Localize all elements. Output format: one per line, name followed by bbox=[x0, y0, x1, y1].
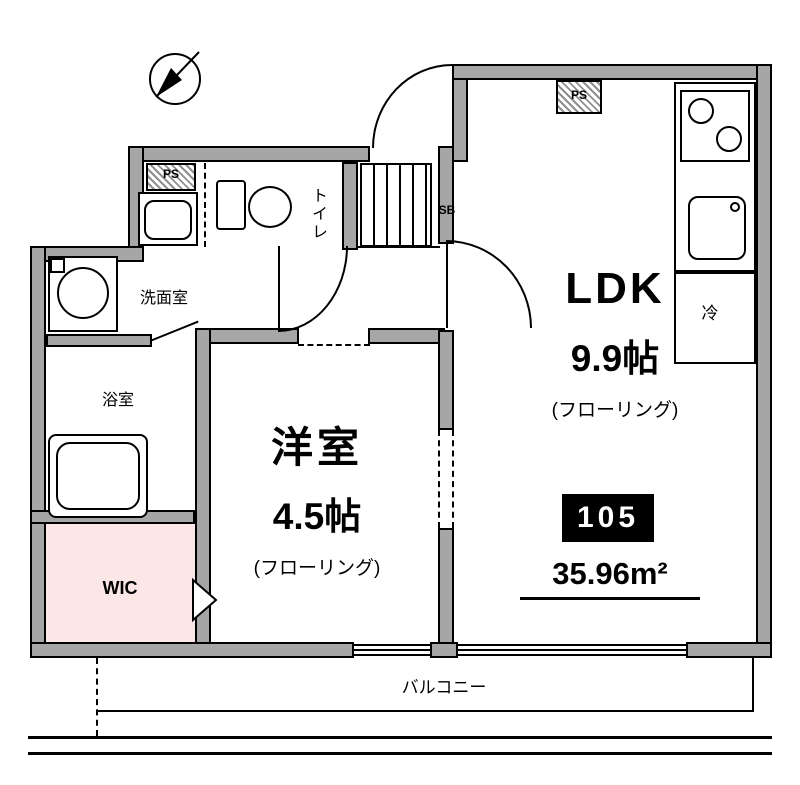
ps-label: PS bbox=[570, 88, 587, 102]
stove-burner bbox=[688, 98, 714, 124]
wall bbox=[430, 642, 458, 658]
ldk-size: 9.9帖 bbox=[570, 338, 660, 379]
wall bbox=[342, 162, 358, 250]
wic-floor bbox=[46, 524, 195, 642]
ldk-door-arc bbox=[446, 240, 532, 328]
shoe-box-label: SB bbox=[438, 203, 456, 217]
ground-line bbox=[28, 736, 772, 739]
washbasin-bowl bbox=[144, 200, 192, 240]
window bbox=[354, 644, 430, 656]
toilet-door-arc bbox=[278, 246, 348, 332]
toilet-bowl bbox=[248, 186, 292, 228]
western-room-size: 4.5帖 bbox=[272, 496, 362, 537]
wall bbox=[128, 146, 370, 162]
wic-door-mark bbox=[192, 577, 218, 623]
stove bbox=[680, 90, 750, 162]
stove-burner bbox=[716, 126, 742, 152]
balcony-railing bbox=[96, 710, 754, 712]
ldk-label: LDK bbox=[565, 264, 665, 313]
balcony-label: バルコニー bbox=[401, 678, 487, 697]
balcony-edge-dashed bbox=[96, 658, 98, 736]
entrance-door-arc bbox=[372, 64, 452, 148]
washer-drain bbox=[50, 258, 65, 273]
wall bbox=[756, 64, 772, 658]
wall bbox=[452, 64, 772, 80]
floor-area: 35.96m² bbox=[520, 556, 700, 600]
ps-label: PS bbox=[162, 167, 179, 181]
wic-label: WIC bbox=[102, 578, 138, 598]
unit-number-badge: 105 bbox=[562, 494, 654, 542]
pipe-space-box bbox=[556, 80, 602, 114]
wall bbox=[30, 642, 354, 658]
wall bbox=[46, 334, 152, 347]
washer-drum bbox=[57, 267, 109, 319]
wall bbox=[368, 328, 445, 344]
sliding-door bbox=[438, 430, 454, 528]
refrigerator-space bbox=[674, 272, 756, 364]
faucet bbox=[730, 202, 740, 212]
sliding-door bbox=[298, 344, 370, 346]
bathtub-inner bbox=[56, 442, 140, 510]
bathroom-label: 浴室 bbox=[101, 392, 134, 409]
wall bbox=[686, 642, 772, 658]
washroom-label: 洗面室 bbox=[139, 290, 188, 307]
ground-line bbox=[28, 752, 772, 755]
toilet-tank bbox=[216, 180, 246, 230]
pipe-space-box bbox=[146, 163, 196, 191]
north-arrow-icon bbox=[144, 46, 206, 108]
window bbox=[458, 644, 686, 656]
western-room-label: 洋室 bbox=[270, 424, 363, 471]
wall bbox=[438, 330, 454, 430]
ldk-floor-type: (フローリング) bbox=[551, 400, 679, 421]
western-room-floor-type: (フローリング) bbox=[253, 558, 381, 579]
wall bbox=[438, 528, 454, 658]
bathroom-door-line bbox=[149, 320, 199, 342]
entry-step-line bbox=[356, 246, 440, 248]
wall bbox=[30, 246, 46, 658]
shoe-box bbox=[360, 163, 432, 247]
accordion-door bbox=[204, 163, 206, 247]
balcony-edge bbox=[752, 658, 754, 712]
refrigerator-label: 冷 bbox=[701, 304, 719, 323]
toilet-label: トイレ bbox=[309, 187, 326, 241]
